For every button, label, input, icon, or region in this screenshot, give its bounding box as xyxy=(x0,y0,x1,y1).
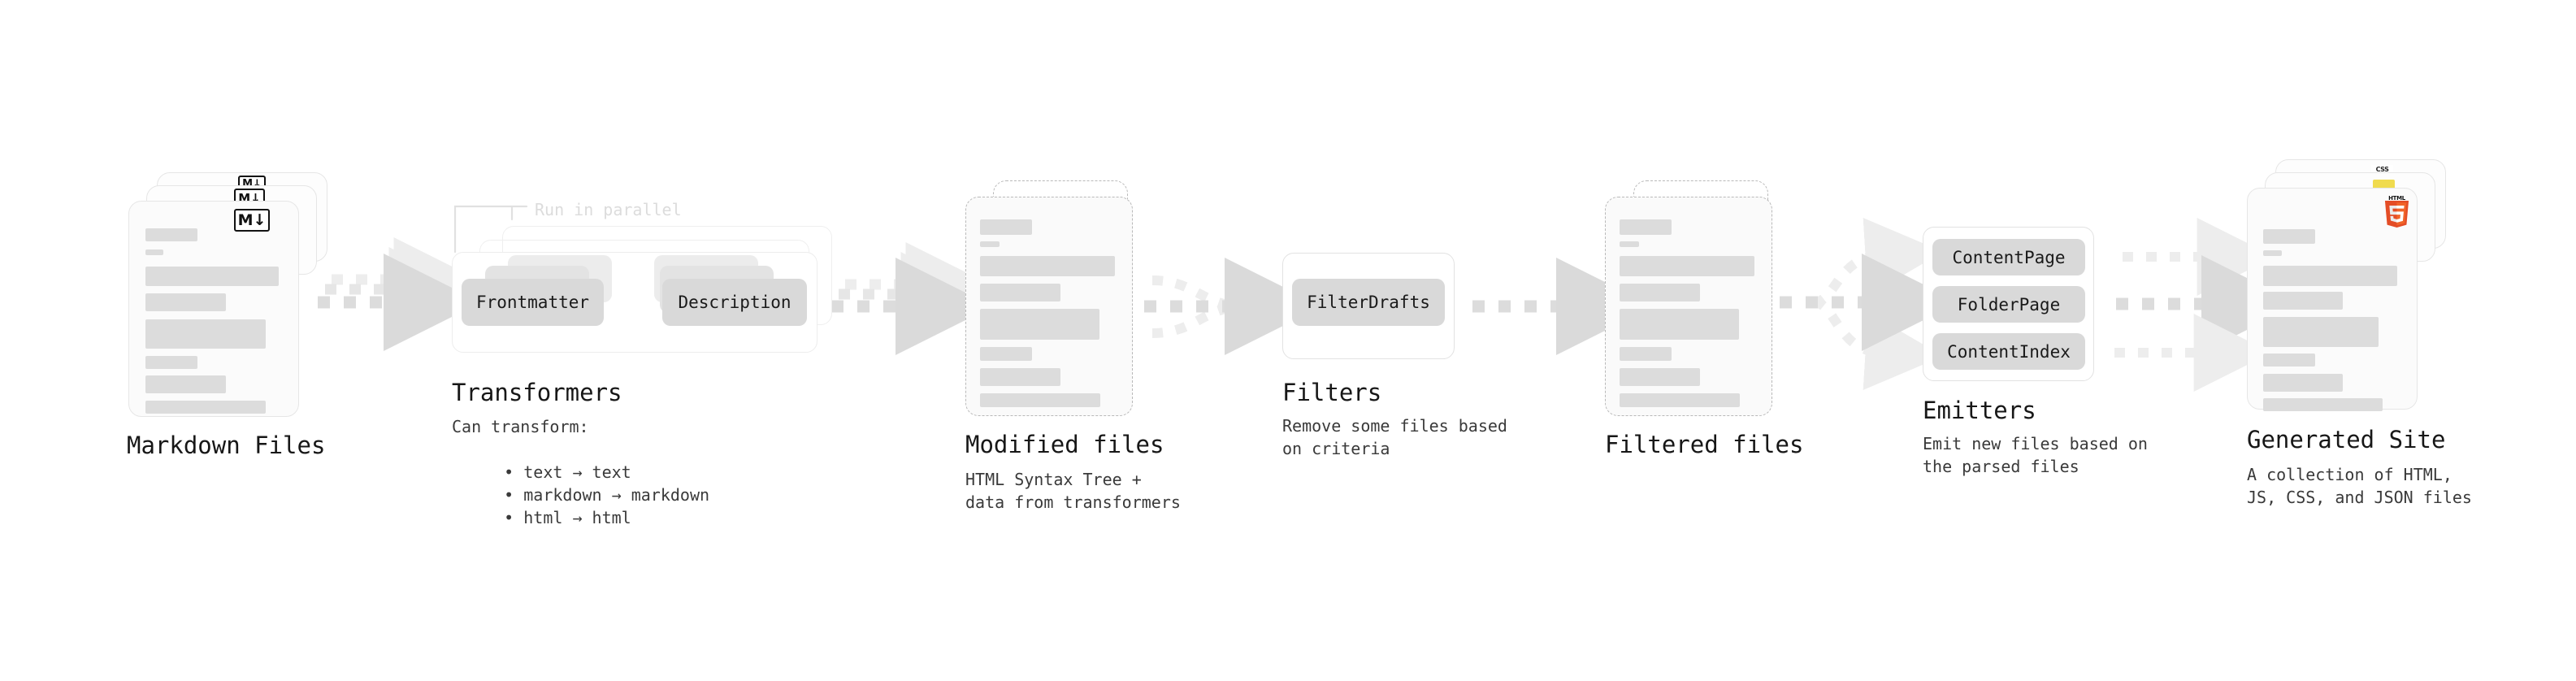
transformers-description: Can transform: xyxy=(452,417,589,436)
filters-description: Remove some files based on criteria xyxy=(1282,416,1507,458)
emitters-title: Emitters xyxy=(1923,397,2036,424)
modified-skeleton-lines xyxy=(966,197,1132,415)
filtered-skeleton-lines xyxy=(1606,197,1772,415)
arrow-transformers-to-modified xyxy=(831,242,993,355)
arrow-emitters-to-site xyxy=(2114,218,2299,392)
markdown-skeleton-lines xyxy=(129,202,298,416)
filtered-files-title: Filtered files xyxy=(1605,431,1804,458)
bullet-text: markdown → markdown xyxy=(523,485,710,505)
emitters-description: Emit new files based on the parsed files xyxy=(1923,434,2148,476)
transformers-bullet-2: • html → html xyxy=(465,484,631,552)
generated-site-description: A collection of HTML, JS, CSS, and JSON … xyxy=(2247,465,2472,507)
transformers-bullet-1: • markdown → markdown xyxy=(465,461,709,529)
filter-chip-filterdrafts[interactable]: FilterDrafts xyxy=(1292,279,1445,326)
transformer-chip-description[interactable]: Description xyxy=(662,279,807,326)
bullet-text: text → text xyxy=(523,462,631,482)
generated-site-title: Generated Site xyxy=(2247,426,2446,453)
site-skeleton-lines xyxy=(2248,189,2417,411)
bullet-dot: • xyxy=(504,485,524,505)
arrow-filtered-to-emitters xyxy=(1780,218,1959,390)
markdown-files-title: Markdown Files xyxy=(127,432,326,459)
bullet-text: html → html xyxy=(523,508,631,527)
markdown-badge-icon: M↓ xyxy=(234,209,270,232)
bullet-dot: • xyxy=(504,508,524,527)
transformers-title: Transformers xyxy=(452,379,622,406)
transformer-chip-frontmatter[interactable]: Frontmatter xyxy=(462,279,604,326)
transformers-bullet-0: • text → text xyxy=(465,438,631,506)
modified-file-card-front xyxy=(965,197,1133,416)
emitter-chip-contentpage[interactable]: ContentPage xyxy=(1932,239,2085,275)
html5-shield xyxy=(2384,201,2409,228)
arrow-markdown-to-transformers xyxy=(318,237,481,351)
html5-icon: HTML xyxy=(2383,195,2410,228)
emitter-chip-contentindex[interactable]: ContentIndex xyxy=(1932,333,2085,370)
modified-files-description: HTML Syntax Tree + data from transformer… xyxy=(965,470,1181,512)
arrow-modified-to-filters xyxy=(1144,258,1322,355)
filtered-file-card-front xyxy=(1605,197,1772,416)
filters-title: Filters xyxy=(1282,379,1382,406)
site-file-card-html xyxy=(2247,188,2418,411)
modified-files-title: Modified files xyxy=(965,431,1164,458)
run-in-parallel-label: Run in parallel xyxy=(535,200,682,219)
bullet-dot: • xyxy=(504,462,524,482)
emitter-chip-folderpage[interactable]: FolderPage xyxy=(1932,286,2085,323)
markdown-file-card-front xyxy=(128,201,299,417)
